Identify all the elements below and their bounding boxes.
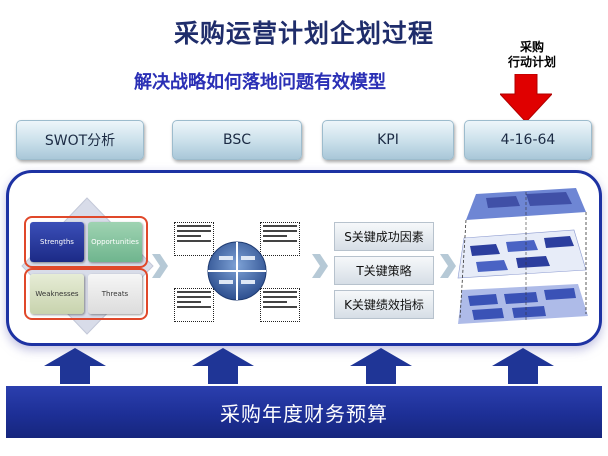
up-arrow-icon	[350, 348, 412, 384]
tab-kpi: KPI	[322, 120, 454, 160]
swot-highlight-bottom	[24, 268, 148, 320]
tab-swot: SWOT分析	[16, 120, 144, 160]
page-subtitle: 解决战略如何落地问题有效模型	[134, 72, 386, 93]
framework-tabs: SWOT分析 BSC KPI 4-16-64	[0, 120, 608, 164]
callout-line-2: 行动计划	[507, 55, 556, 69]
up-arrow-icon	[44, 348, 106, 384]
tab-4-16-64: 4-16-64	[464, 120, 592, 160]
swot-highlight-top	[24, 216, 148, 268]
up-arrow-icon	[192, 348, 254, 384]
tab-bsc: BSC	[172, 120, 302, 160]
bsc-circle-icon	[207, 241, 267, 301]
swot-diagram: Strengths Opportunities Weaknesses Threa…	[20, 196, 155, 336]
bsc-note-top-right	[260, 222, 300, 256]
up-arrow-icon	[492, 348, 554, 384]
kpi-key-strategies: T关键策略	[334, 256, 434, 285]
chevron-right-icon	[152, 254, 168, 278]
red-down-arrow-icon	[500, 74, 552, 122]
swot-opportunities: Opportunities	[88, 222, 142, 262]
action-plan-callout: 采购 行动计划	[497, 40, 567, 70]
bsc-note-bottom-right	[260, 288, 300, 322]
page-title: 采购运营计划企划过程	[173, 19, 434, 48]
bsc-diagram	[172, 218, 302, 324]
swot-threats: Threats	[88, 274, 142, 314]
bsc-note-bottom-left	[174, 288, 214, 322]
kpi-success-factors: S关键成功因素	[334, 222, 434, 251]
kpi-stack: S关键成功因素 T关键策略 K关键绩效指标	[334, 222, 434, 322]
swot-weaknesses: Weaknesses	[30, 274, 84, 314]
chevron-right-icon	[440, 254, 456, 278]
swot-strengths: Strengths	[30, 222, 84, 262]
layered-plan-cube-icon	[457, 188, 588, 324]
kpi-performance-indicators: K关键绩效指标	[334, 290, 434, 319]
bsc-note-top-left	[174, 222, 214, 256]
callout-line-1: 采购	[519, 40, 544, 54]
annual-budget-bar: 采购年度财务预算	[6, 386, 602, 438]
chevron-right-icon	[312, 254, 328, 278]
